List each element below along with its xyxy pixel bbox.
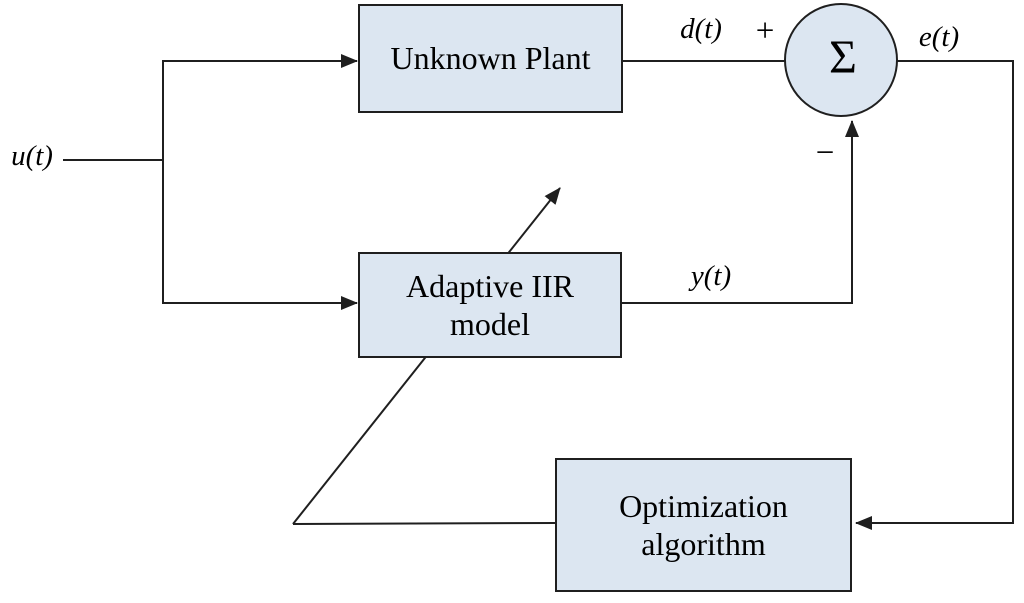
sigma-symbol: Σ xyxy=(829,30,857,84)
minus-sign: − xyxy=(815,134,835,171)
input-signal-label: u(t) xyxy=(11,139,53,172)
adaptive-iir-model-block: Adaptive IIR model xyxy=(358,252,622,358)
optimization-algorithm-block: Optimization algorithm xyxy=(555,458,852,592)
summing-junction-circle xyxy=(784,3,898,117)
optimization-output-wire xyxy=(292,522,556,525)
error-signal-label: e(t) xyxy=(918,20,960,53)
unknown-plant-block: Unknown Plant xyxy=(358,4,623,113)
desired-signal-label: d(t) xyxy=(680,12,722,45)
model-output-wire xyxy=(622,120,859,304)
error-feedback-wire xyxy=(855,60,1014,530)
plus-sign: + xyxy=(755,12,775,49)
model-output-signal-label: y(t) xyxy=(690,259,732,292)
